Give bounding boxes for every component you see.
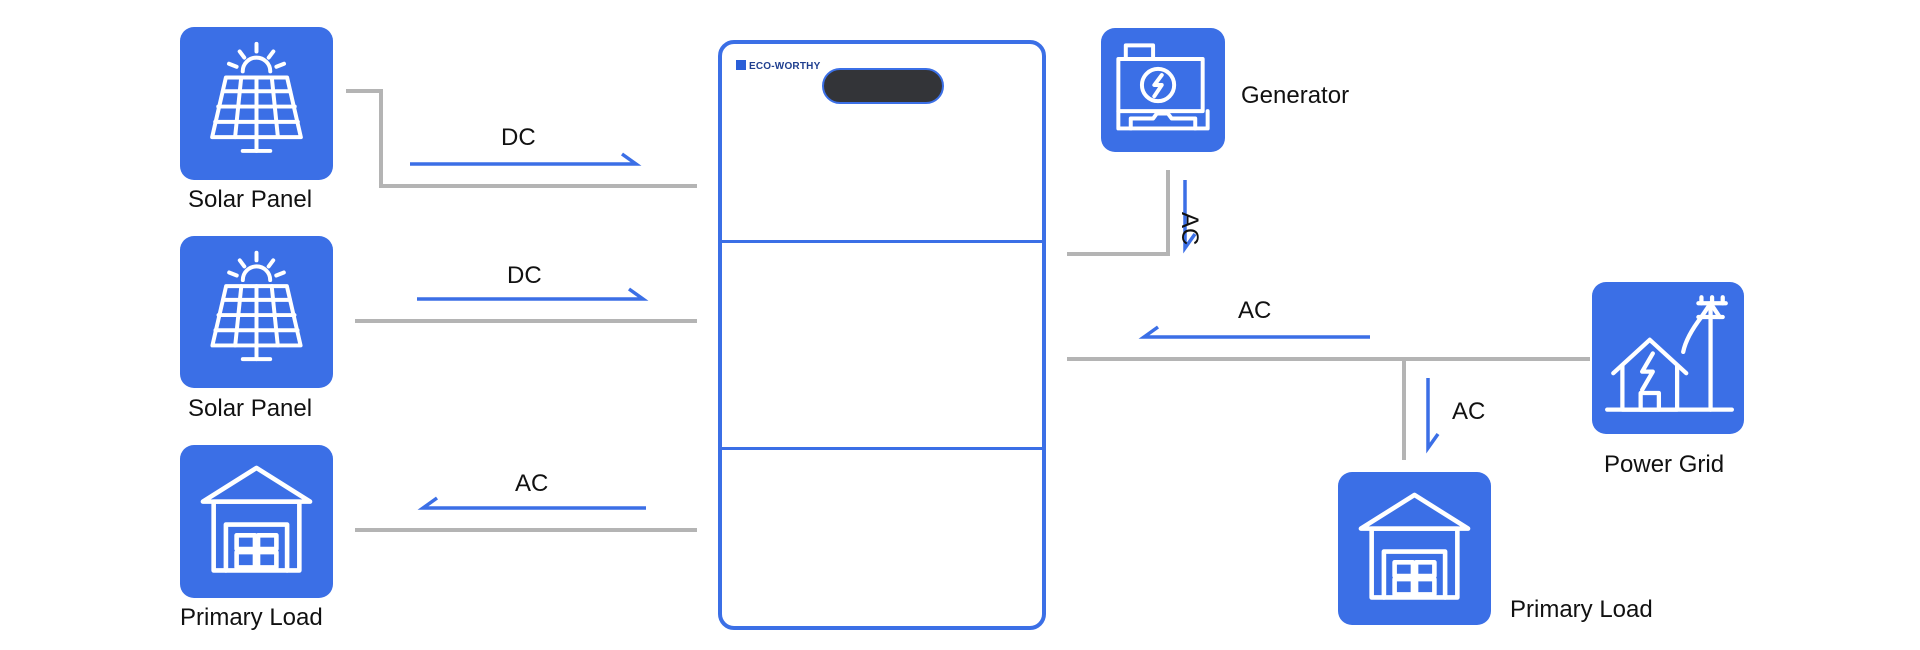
battery-unit: ECO-WORTHY — [718, 40, 1046, 630]
house-icon — [200, 465, 313, 573]
load-left-flow-label: AC — [515, 470, 549, 497]
brand-mark-icon — [736, 60, 746, 70]
solar-1-flow-label: DC — [501, 124, 536, 151]
battery-module-divider — [722, 240, 1042, 243]
primary-load-left-node — [180, 445, 333, 598]
grid-flow-arrow — [1138, 325, 1370, 339]
power-grid-label: Power Grid — [1604, 451, 1725, 478]
generator-label: Generator — [1241, 82, 1350, 109]
generator-node — [1101, 28, 1225, 152]
house-icon — [1358, 492, 1471, 600]
load-right-flow-label: AC — [1452, 398, 1486, 425]
solar-2-flow-arrow — [417, 287, 649, 301]
battery-display-screen — [822, 68, 944, 104]
solar-2-flow-label: DC — [507, 262, 542, 289]
primary-load-right-node — [1338, 472, 1491, 625]
solar-panel-2-node — [180, 236, 333, 388]
power-grid-icon — [1605, 295, 1734, 412]
solar-1-flow-arrow — [410, 152, 642, 166]
solar-panel-icon — [210, 250, 303, 362]
generator-flow-arrow — [1183, 180, 1197, 254]
grid-flow-label: AC — [1238, 297, 1272, 324]
battery-module-divider — [722, 447, 1042, 450]
power-grid-node — [1592, 282, 1744, 434]
primary-load-right-label: Primary Load — [1510, 596, 1653, 623]
solar-panel-icon — [210, 41, 303, 153]
solar-panel-1-label: Solar Panel — [188, 186, 313, 213]
generator-wire — [1067, 170, 1170, 256]
primary-load-left-label: Primary Load — [180, 604, 323, 631]
solar-panel-2-label: Solar Panel — [188, 395, 313, 422]
solar-1-wire — [346, 89, 697, 188]
load-right-flow-arrow — [1426, 378, 1440, 454]
generator-flow-label: AC — [1176, 212, 1203, 246]
brand-name: ECO-WORTHY — [749, 61, 821, 72]
solar-panel-1-node — [180, 27, 333, 180]
brand-logo: ECO-WORTHY — [736, 60, 820, 72]
load-left-flow-arrow — [417, 496, 646, 510]
generator-icon — [1116, 43, 1210, 131]
